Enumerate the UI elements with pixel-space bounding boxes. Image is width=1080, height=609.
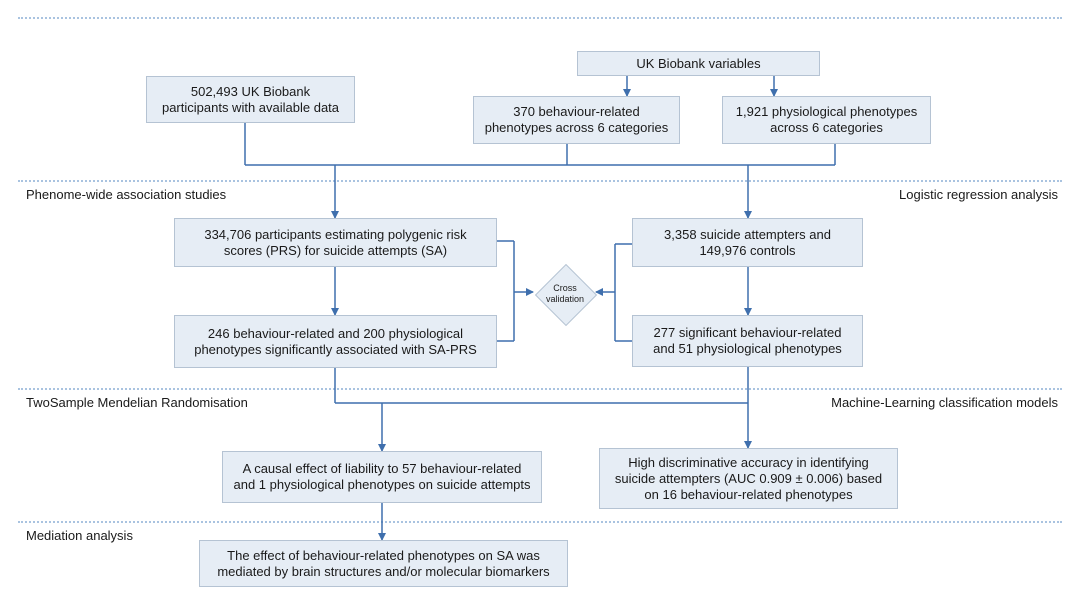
prs-associated-phenotypes-box: 246 behaviour-related and 200 physiologi… — [174, 315, 497, 368]
section-label-mediation: Mediation analysis — [26, 528, 133, 543]
mediation-result-box: The effect of behaviour-related phenotyp… — [199, 540, 568, 587]
significant-phenotypes-box: 277 significant behaviour-related and 51… — [632, 315, 863, 367]
section-label-machine-learning: Machine-Learning classification models — [831, 395, 1058, 410]
participants-box: 502,493 UK Biobank participants with ava… — [146, 76, 355, 123]
biobank-variables-box: UK Biobank variables — [577, 51, 820, 76]
section-divider — [18, 521, 1062, 523]
section-label-mendelian-randomisation: TwoSample Mendelian Randomisation — [26, 395, 248, 410]
cross-validation-label: Cross validation — [545, 283, 585, 304]
section-label-logistic-regression: Logistic regression analysis — [899, 187, 1058, 202]
prs-participants-box: 334,706 participants estimating polygeni… — [174, 218, 497, 267]
causal-effect-box: A causal effect of liability to 57 behav… — [222, 451, 542, 503]
section-divider — [18, 17, 1062, 19]
physiological-phenotypes-box: 1,921 physiological phenotypes across 6 … — [722, 96, 931, 144]
section-divider — [18, 388, 1062, 390]
behaviour-phenotypes-box: 370 behaviour-related phenotypes across … — [473, 96, 680, 144]
ml-accuracy-box: High discriminative accuracy in identify… — [599, 448, 898, 509]
section-label-phewas: Phenome-wide association studies — [26, 187, 227, 202]
attempters-controls-box: 3,358 suicide attempters and 149,976 con… — [632, 218, 863, 267]
cross-validation-diamond: Cross validation — [534, 263, 598, 327]
section-divider — [18, 180, 1062, 182]
